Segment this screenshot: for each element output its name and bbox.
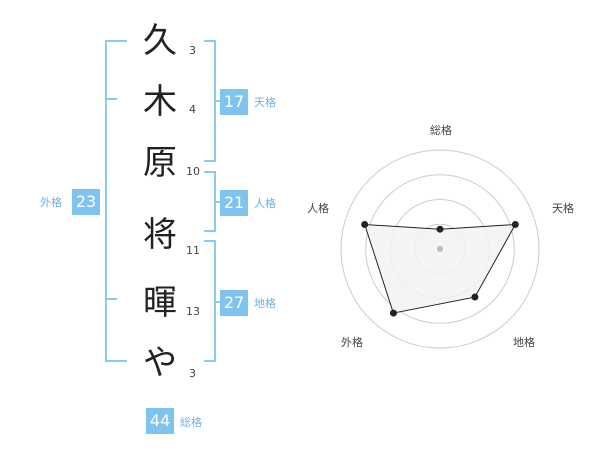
name-char-5: 暉 [143,283,177,323]
radar-point-3 [471,293,479,301]
tenkaku-connector [214,100,220,102]
stroke-count-2: 4 [189,103,196,116]
radar-point-4 [389,309,397,317]
radar-center [437,246,443,252]
chikaku-value: 27 [220,290,248,316]
radar-points [361,221,519,317]
axis-label-gaikaku: 外格 [341,335,363,349]
stroke-count-1: 3 [189,44,196,57]
radar-point-5 [361,221,369,229]
radar-polygon [363,223,517,314]
stroke-count-5: 13 [186,305,200,318]
radar-ring-4 [340,149,540,349]
gaikaku-tick-bottom [105,298,117,300]
jinkaku-value: 21 [220,190,248,216]
chikaku-connector [214,301,220,303]
gaikaku-value: 23 [72,189,100,215]
name-char-3: 原 [143,143,177,183]
axis-label-jinkaku: 人格 [307,201,329,215]
name-char-1: 久 [143,21,177,61]
chikaku-label: 地格 [254,297,276,310]
stroke-count-4: 11 [186,244,200,257]
jinkaku-connector [214,201,220,203]
gaikaku-label: 外格 [40,196,62,209]
radar-ring-3 [365,174,515,324]
name-char-4: 将 [143,215,177,255]
name-char-2: 木 [143,82,177,122]
tenkaku-value: 17 [220,89,248,115]
tenkaku-label: 天格 [254,96,276,109]
stroke-count-6: 3 [189,367,196,380]
jinkaku-label: 人格 [254,197,276,210]
soukaku-value: 44 [146,408,174,434]
gaikaku-bracket [105,40,127,362]
name-char-6: や [143,343,177,383]
axis-label-tenkaku: 天格 [552,201,574,215]
radar-point-2 [511,221,519,229]
axis-label-soukaku: 総格 [430,123,452,137]
gaikaku-tick-top [105,98,117,100]
soukaku-label: 総格 [180,416,202,429]
radar-point-1 [436,225,444,233]
stroke-count-3: 10 [186,165,200,178]
axis-label-chikaku: 地格 [513,335,535,349]
